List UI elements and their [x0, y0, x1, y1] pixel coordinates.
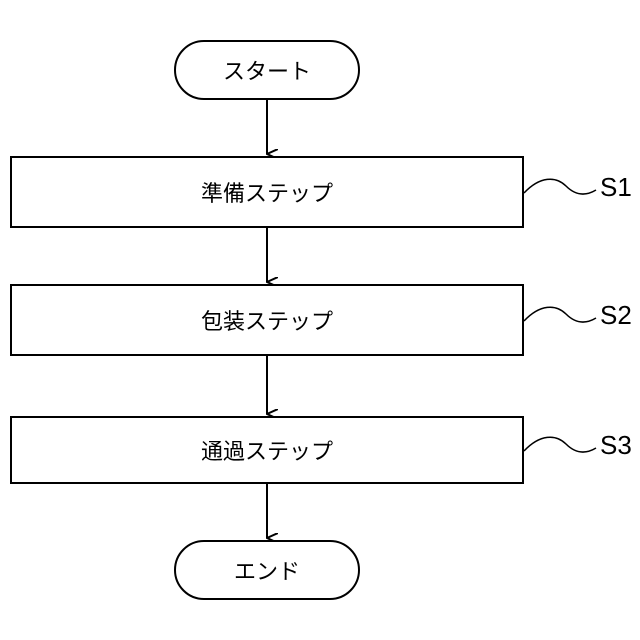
leader-line-s2: [524, 307, 596, 322]
step-id-s2: S2: [600, 300, 632, 331]
step-box-s2: 包装ステップ: [10, 284, 524, 356]
step-box-s3: 通過ステップ: [10, 416, 524, 484]
step-label-s3: 通過ステップ: [201, 434, 333, 466]
start-label: スタート: [223, 54, 311, 86]
step-label-s2: 包装ステップ: [201, 304, 333, 336]
end-terminal: エンド: [174, 540, 360, 600]
start-terminal: スタート: [174, 40, 360, 100]
leader-line-s3: [524, 437, 596, 452]
step-id-s1: S1: [600, 172, 632, 203]
step-box-s1: 準備ステップ: [10, 156, 524, 228]
end-label: エンド: [234, 554, 300, 586]
leader-line-s1: [524, 179, 596, 194]
step-label-s1: 準備ステップ: [201, 176, 333, 208]
step-id-s3: S3: [600, 430, 632, 461]
